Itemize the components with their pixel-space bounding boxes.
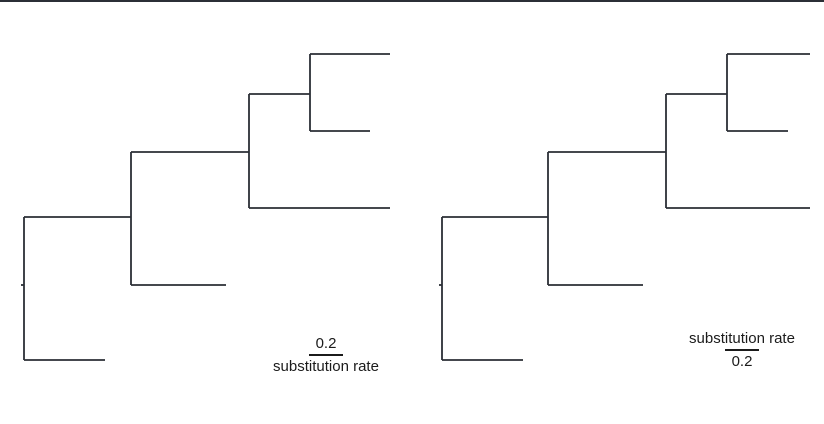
left-tree-node2 — [248, 93, 390, 209]
right-tree-node2 — [665, 93, 810, 209]
scale-bar-left-rule — [309, 354, 343, 356]
scale-bar-right-rule — [725, 349, 759, 351]
scale-bar-right-value: 0.2 — [731, 353, 753, 370]
left-tree-node3 — [309, 53, 390, 132]
right-tree-node3 — [726, 53, 810, 132]
scale-bar-right: substitution rate 0.2 — [662, 329, 822, 371]
left-tree-node1 — [130, 151, 249, 286]
scale-bar-right-label: substitution rate — [689, 330, 795, 347]
scale-bar-left-value: 0.2 — [315, 335, 337, 352]
left-tree — [21, 53, 390, 361]
right-tree — [439, 53, 810, 361]
scale-bar-left-label: substitution rate — [273, 358, 379, 375]
right-tree-node1 — [547, 151, 666, 286]
left-tree-root-branch — [23, 216, 131, 361]
right-tree-root-branch — [441, 216, 548, 361]
scale-bar-left: 0.2 substitution rate — [246, 334, 406, 376]
